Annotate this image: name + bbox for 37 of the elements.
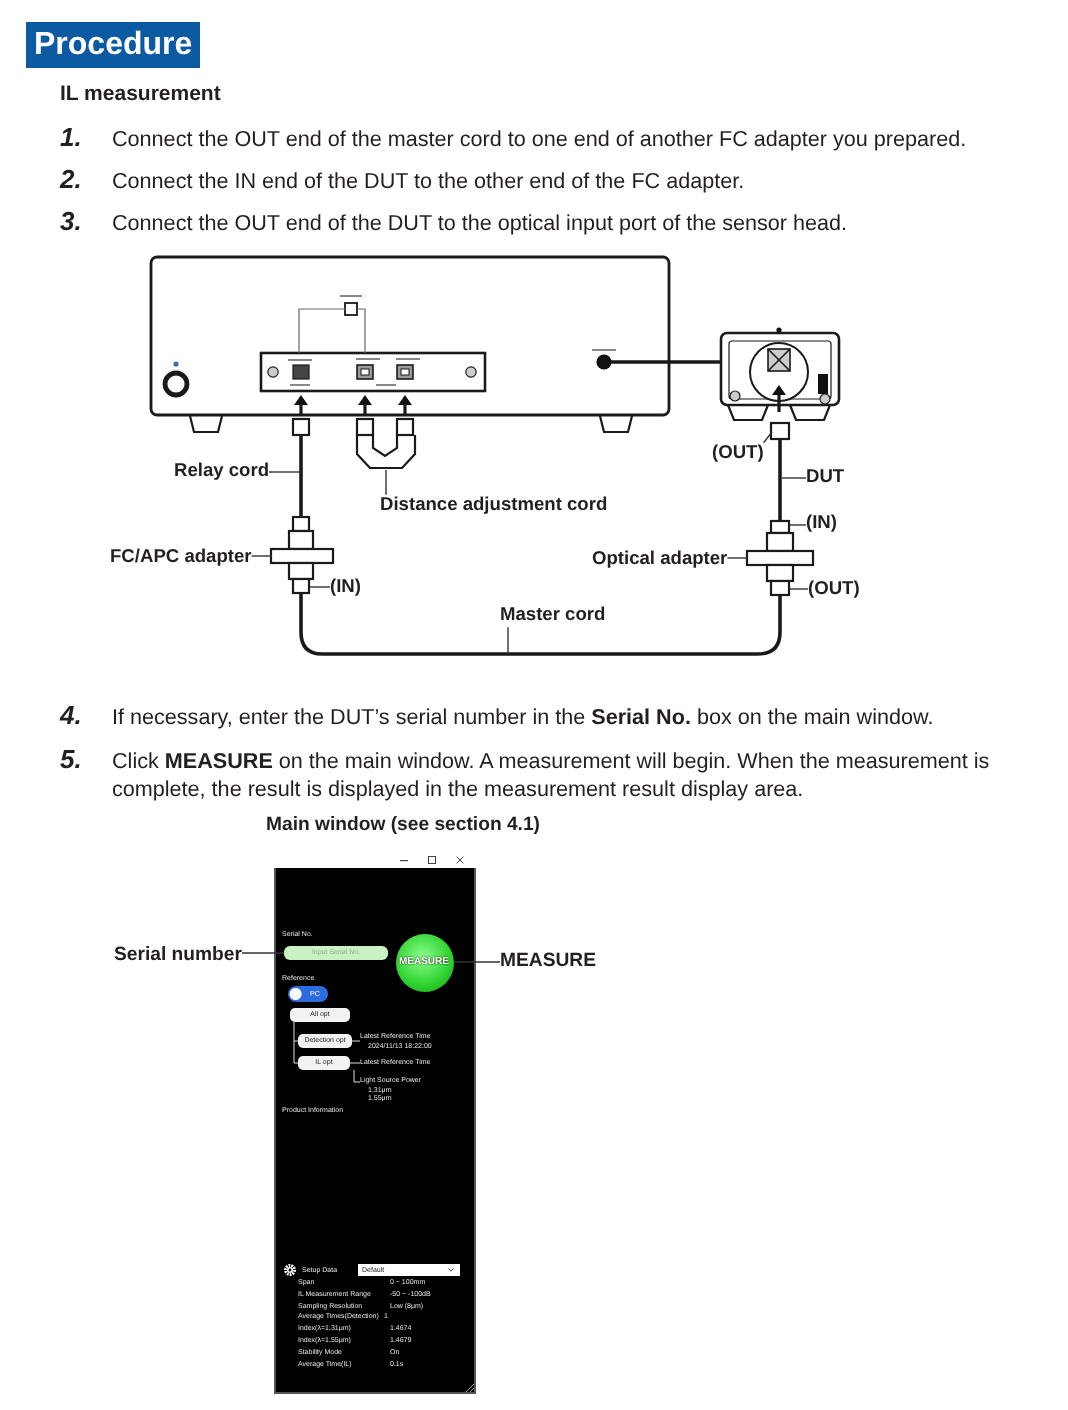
step-number: 2. [60,164,82,196]
leader-line [762,431,773,444]
leader-line [726,557,748,559]
step-text: Connect the OUT end of the master cord to one end of another FC adapter you prepared. [112,127,967,153]
callout-label: MEASURE [500,950,596,974]
callout-label: FC/APC adapter [110,546,252,570]
callout-label: (IN) [806,512,837,536]
section-heading: Procedure [26,22,201,68]
callout-label: Relay cord [174,460,270,484]
callout-label: (OUT) [808,578,860,602]
leader-line [268,471,301,473]
callout-label: (IN) [330,576,361,600]
figure-caption: Main window (see section 4.1) [266,814,541,838]
callout-label: Master cord [500,604,606,628]
leader-line [507,626,509,655]
leader-line [309,586,331,588]
callout-label: Distance adjustment cord [380,494,608,518]
leader-line [250,555,273,557]
callout-label: DUT [806,466,845,490]
leader-line [789,588,809,590]
callout-label: Serial number [114,944,242,968]
step-number: 1. [60,122,82,154]
callout-label: (OUT) [712,442,764,466]
leader-line [781,477,807,479]
step-text: If necessary, enter the DUT’s serial number in the Serial No. box on the main window. [112,705,934,731]
leader-line [241,952,285,954]
step-number: 3. [60,206,82,238]
leader-line [452,961,501,963]
leader-line [385,469,387,496]
step-text: Connect the IN end of the DUT to the other end of the FC adapter. [112,169,745,195]
step-text: Click MEASURE on the main window. A measurement will begin. When the measurement is complete, the result is displayed in the measurement result display area. [112,748,992,804]
section-subheading: IL measurement [60,81,221,107]
leader-line [789,524,807,526]
step-number: 4. [60,700,82,732]
step-number: 5. [60,744,82,776]
callout-label: Optical adapter [592,548,728,572]
step-text: Connect the OUT end of the DUT to the optical input port of the sensor head. [112,211,848,237]
